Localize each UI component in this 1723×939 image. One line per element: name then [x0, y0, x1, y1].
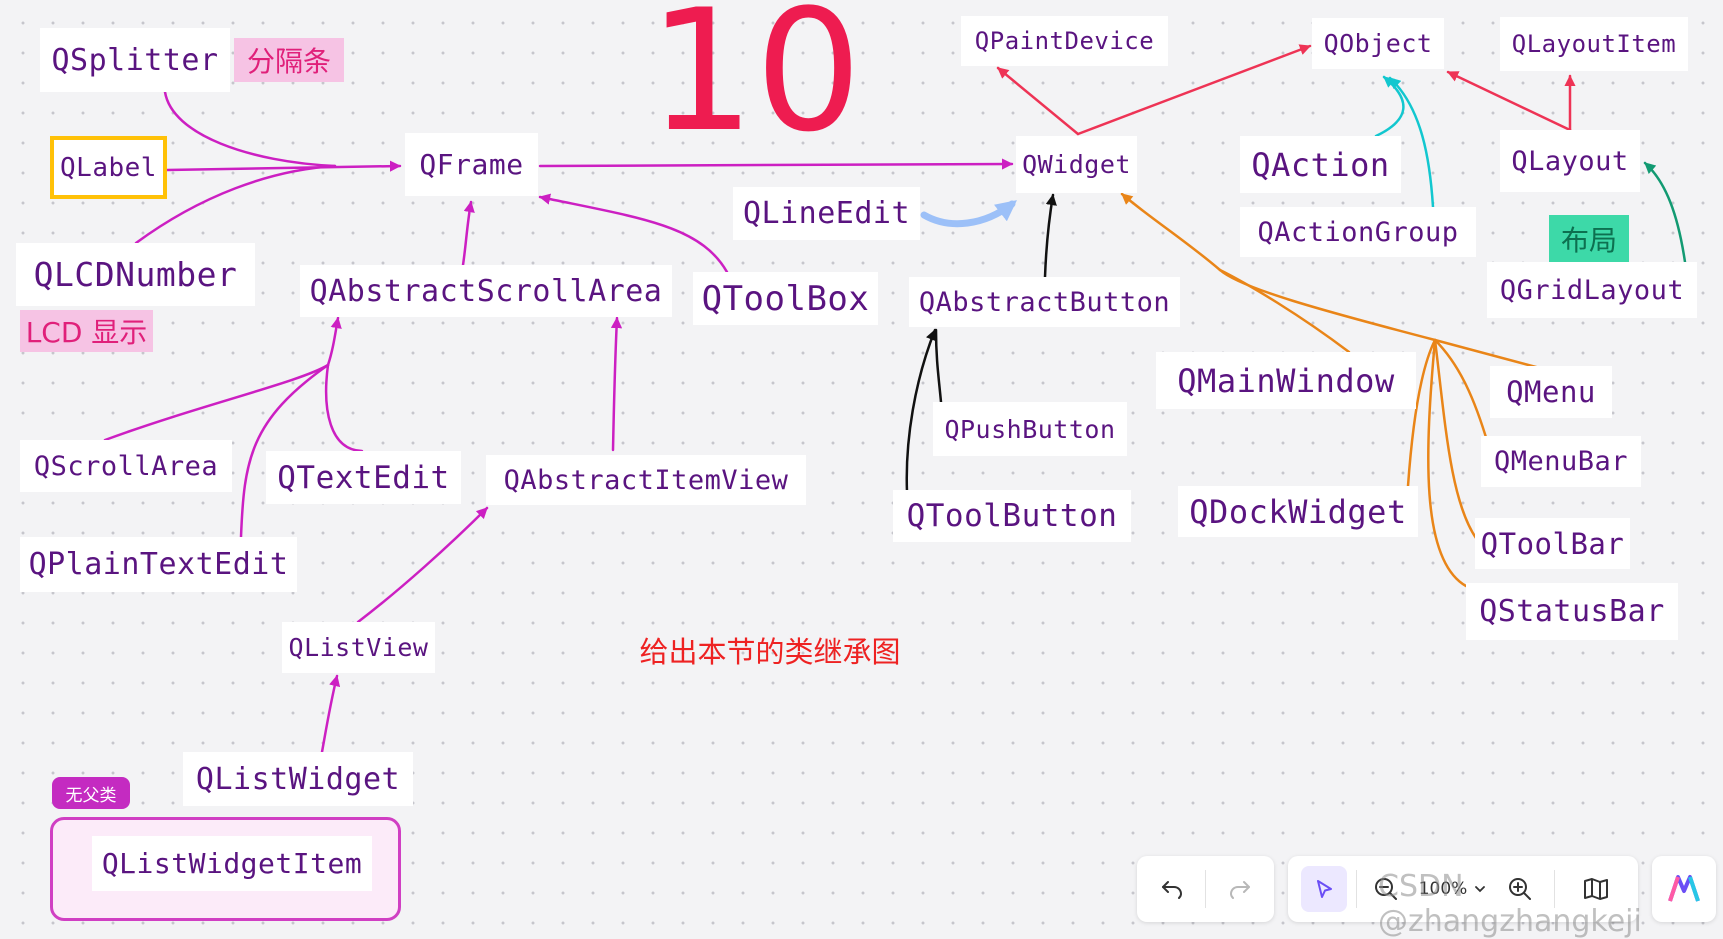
- redo-button[interactable]: [1209, 856, 1271, 922]
- zoom-in-button[interactable]: [1498, 856, 1542, 922]
- edge-qwidget-qobject: [1076, 44, 1312, 136]
- node-qabstractitemview: QAbstractItemView: [486, 455, 806, 505]
- node-qtoolbar: QToolBar: [1475, 518, 1630, 569]
- toolbar-divider: [1554, 870, 1555, 908]
- node-qlayoutitem: QLayoutItem: [1500, 17, 1688, 71]
- node-qplaintextedit: QPlainTextEdit: [20, 537, 297, 592]
- tag-lcd-note: LCD 显示: [20, 310, 153, 352]
- node-qscrollarea: QScrollArea: [20, 440, 232, 492]
- zoom-out-icon: [1375, 878, 1397, 900]
- node-qstatusbar: QStatusBar: [1466, 583, 1678, 640]
- select-tool-highlight: [1301, 866, 1347, 912]
- app-logo-icon: [1668, 875, 1700, 902]
- edge-qlayout-qobject: [1446, 70, 1572, 132]
- node-qabstractbutton: QAbstractButton: [909, 277, 1180, 327]
- edge-qactiongroup-qobject: [1388, 76, 1435, 209]
- node-qaction: QAction: [1240, 136, 1401, 193]
- app-logo-button[interactable]: [1652, 856, 1716, 922]
- map-view-button[interactable]: [1566, 856, 1626, 922]
- node-qlabel: QLabel: [50, 136, 167, 199]
- edge-qgridlayout-qlayout: [1643, 161, 1687, 264]
- node-qabstractscrollarea: QAbstractScrollArea: [300, 265, 672, 317]
- undo-button[interactable]: [1141, 856, 1203, 922]
- edge-qlineedit-qwidget: [920, 200, 1017, 228]
- app-logo-wrap: [1652, 856, 1716, 922]
- node-qtoolbutton: QToolButton: [893, 490, 1131, 542]
- node-qlcdnumber: QLCDNumber: [16, 243, 255, 306]
- edge-qlistwidget-qlistview: [320, 674, 341, 754]
- tag-no-parent: 无父类: [52, 777, 130, 809]
- tag-layout-note: 布局: [1549, 215, 1629, 262]
- edge-qwidget-qpaintdevice: [996, 66, 1080, 136]
- edge-qtoolbutton-qabstractbutton: [905, 328, 937, 494]
- select-tool-button[interactable]: [1300, 856, 1348, 922]
- node-qframe: QFrame: [405, 133, 538, 196]
- edge-qabstractbutton-qwidget: [1043, 193, 1057, 279]
- edge-qsplitter-qframe: [163, 90, 337, 168]
- edge-qpushbutton-qabstractbutton: [934, 328, 943, 404]
- node-qlistwidgetitem: QListWidgetItem: [92, 836, 372, 891]
- tag-splitter-note: 分隔条: [234, 38, 344, 82]
- node-qtoolbox: QToolBox: [693, 272, 878, 325]
- node-qmenubar: QMenuBar: [1481, 436, 1641, 487]
- zoom-out-button[interactable]: [1364, 856, 1408, 922]
- edge-qlabel-qframe: [165, 160, 402, 172]
- undo-icon: [1162, 881, 1183, 899]
- edge-qscrollarea-qabstractscrollarea: [103, 363, 330, 442]
- zoom-level-select[interactable]: 100%: [1410, 856, 1496, 922]
- view-toolbar: 100%: [1288, 856, 1638, 922]
- edge-trunk-qabstractscrollarea: [326, 316, 342, 367]
- pointer-icon: [1317, 880, 1332, 898]
- node-qlistwidget: QListWidget: [183, 752, 413, 806]
- node-qlistview: QListView: [282, 622, 435, 673]
- node-qpushbutton: QPushButton: [933, 402, 1127, 456]
- edge-hub-qwidget: [1218, 268, 1437, 342]
- node-qlineedit: QLineEdit: [733, 187, 920, 240]
- edge-qframe-qwidget: [538, 158, 1014, 170]
- toolbar-divider: [1205, 870, 1206, 908]
- history-toolbar: [1137, 856, 1274, 922]
- edge-qlistview-qabstractitemview: [356, 506, 489, 624]
- edge-trunk-qwidget: [1120, 192, 1222, 272]
- edge-qtoolbox-qframe: [538, 193, 729, 274]
- book-map-icon: [1584, 878, 1608, 900]
- chevron-down-icon: [1475, 886, 1486, 893]
- edge-qmenubar-hub: [1433, 338, 1490, 446]
- node-qactiongroup: QActionGroup: [1240, 207, 1476, 257]
- watermark: CSDN @zhangzhangkeji: [1378, 869, 1642, 939]
- zoom-level: 100%: [1418, 879, 1468, 899]
- edge-qabstractitemview-qabstractscrollarea: [610, 316, 623, 452]
- node-qgridlayout: QGridLayout: [1487, 262, 1697, 318]
- edge-qstatusbar-hub: [1427, 338, 1468, 588]
- node-qwidget: QWidget: [1016, 136, 1137, 193]
- section-number: 10: [648, 0, 862, 169]
- edge-qtextedit-qabstractscrollarea: [324, 363, 364, 453]
- node-qmenu: QMenu: [1490, 366, 1612, 418]
- node-qtextedit: QTextEdit: [266, 451, 461, 504]
- node-qsplitter: QSplitter: [40, 28, 230, 92]
- edge-qtoolbar-hub: [1433, 338, 1478, 540]
- node-qdockwidget: QDockWidget: [1178, 486, 1418, 537]
- redo-icon: [1229, 881, 1250, 899]
- edge-qplaintextedit-qabstractscrollarea: [239, 363, 330, 539]
- node-qobject: QObject: [1312, 18, 1444, 69]
- node-qlayout: QLayout: [1500, 130, 1640, 192]
- edge-qlcdnumber-qframe: [134, 164, 337, 245]
- edge-qmainwindow-qwidget: [1218, 268, 1351, 354]
- node-qpaintdevice: QPaintDevice: [961, 16, 1168, 66]
- toolbar-divider: [1356, 870, 1357, 908]
- edge-qabstractscrollarea-qframe: [461, 200, 475, 267]
- node-qmainwindow: QMainWindow: [1156, 352, 1416, 409]
- zoom-in-icon: [1509, 878, 1531, 900]
- diagram-caption: 给出本节的类继承图: [639, 635, 901, 669]
- edge-qaction-qobject: [1374, 75, 1405, 138]
- edge-qdockwidget-hub: [1406, 338, 1437, 488]
